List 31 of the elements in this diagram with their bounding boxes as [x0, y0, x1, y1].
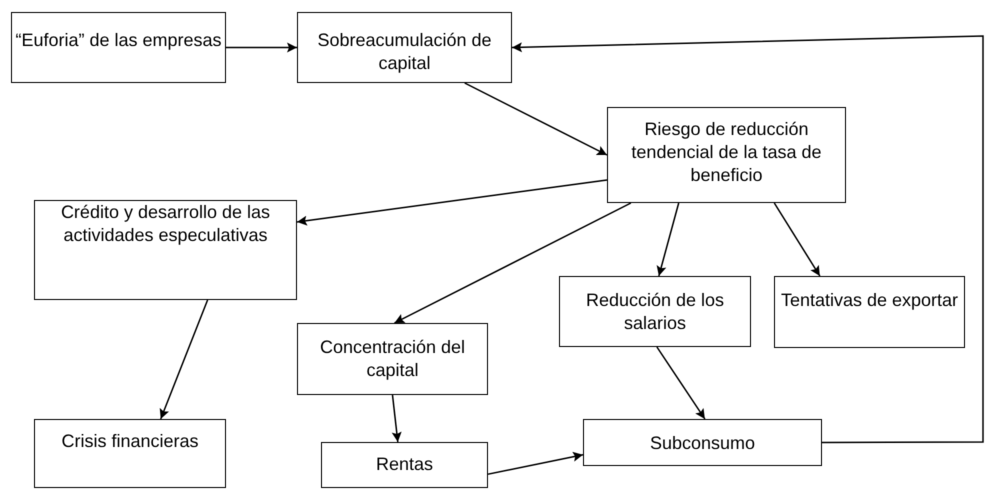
box-text: Subconsumo [650, 432, 756, 455]
process-box [11, 12, 226, 83]
process-box [559, 276, 751, 347]
process-box [297, 12, 512, 83]
box-text: Rentas [376, 453, 434, 476]
arrow [512, 35, 984, 444]
arrow [656, 346, 706, 420]
arrow [226, 42, 297, 52]
arrow [656, 202, 680, 276]
process-box [321, 442, 488, 488]
process-box [774, 276, 965, 348]
box-text: “Euforia” de las empresas [15, 29, 222, 52]
arrow [160, 300, 208, 420]
process-box [297, 323, 488, 395]
arrow [774, 202, 820, 276]
box-text: Crisis financieras [61, 430, 199, 453]
process-box [34, 200, 297, 300]
arrow [392, 394, 402, 442]
arrow [488, 452, 584, 475]
arrow [394, 202, 632, 324]
process-box [583, 419, 822, 466]
box-text: Riesgo de reducción tendencial de la tasa de beneficio [630, 118, 823, 187]
box-text: Sobreacumulación de capital [316, 29, 493, 75]
arrow [464, 82, 608, 156]
box-text: Crédito y desarrollo de las actividades especulativas [60, 201, 272, 247]
box-text: Concentración del capital [318, 336, 466, 382]
box-text: Reducción de los salarios [584, 289, 726, 335]
process-box [34, 419, 226, 488]
process-box [607, 107, 846, 203]
box-text: Tentativas de exportar [780, 289, 958, 312]
arrow [296, 179, 608, 226]
